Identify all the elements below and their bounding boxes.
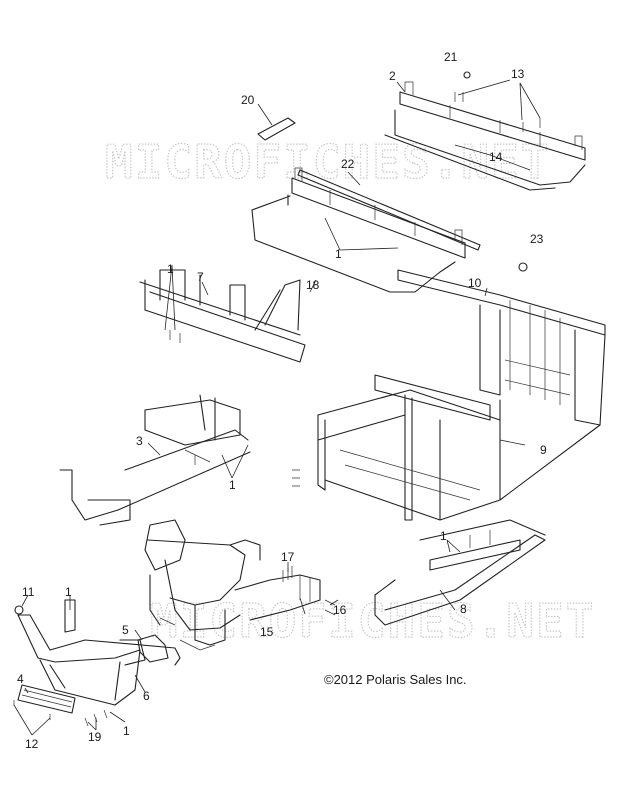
part-15-front-frame — [144, 519, 321, 651]
callout-1-f: 1 — [123, 724, 130, 738]
part-mid-bed-frame — [251, 167, 466, 293]
callout-4: 4 — [17, 672, 24, 686]
callout-19: 19 — [88, 730, 102, 744]
part-22-rod — [297, 169, 481, 251]
watermark-top: MICROFICHES.NET — [105, 135, 550, 189]
callout-23: 23 — [530, 232, 544, 246]
callout-1-c: 1 — [229, 478, 236, 492]
callout-1-a: 1 — [335, 247, 342, 261]
part-4-grille — [17, 684, 76, 714]
callout-10: 10 — [468, 276, 482, 290]
callout-2: 2 — [389, 69, 396, 83]
watermark-bottom: MICROFICHES.NET — [150, 594, 595, 648]
callout-3: 3 — [136, 434, 143, 448]
part-20-bar — [257, 117, 296, 141]
callout-9: 9 — [540, 443, 547, 457]
callout-11: 11 — [22, 585, 35, 599]
callout-18: 18 — [306, 278, 320, 292]
callout-5: 5 — [122, 623, 129, 637]
callout-1-e: 1 — [65, 585, 72, 599]
copyright-notice: ©2012 Polaris Sales Inc. — [324, 672, 467, 687]
callout-14: 14 — [489, 150, 503, 164]
callout-20: 20 — [241, 93, 255, 107]
part-9-main-frame — [317, 269, 606, 521]
part-6-front-bumper — [17, 599, 181, 706]
leader-lines — [13, 79, 541, 736]
callout-1-b: 1 — [167, 262, 174, 276]
callout-1-d: 1 — [440, 529, 447, 543]
callout-8: 8 — [460, 602, 467, 616]
callout-7: 7 — [197, 270, 204, 284]
callout-16: 16 — [333, 603, 347, 617]
part-5-bracket — [137, 634, 169, 663]
callout-labels: 21 13 2 20 14 22 1 23 7 18 10 1 3 1 9 1 … — [17, 50, 547, 751]
part-upper-bed-frame — [384, 81, 586, 191]
callout-21: 21 — [444, 50, 458, 64]
callout-17: 17 — [281, 550, 295, 564]
callout-13: 13 — [511, 67, 525, 81]
part-8-tray-support — [374, 519, 546, 626]
part-3-tray-support — [59, 394, 251, 526]
callout-22: 22 — [341, 157, 355, 171]
part-7-bulkhead — [139, 269, 306, 363]
callout-6: 6 — [143, 689, 150, 703]
callout-15: 15 — [260, 625, 274, 639]
callout-12: 12 — [25, 737, 39, 751]
